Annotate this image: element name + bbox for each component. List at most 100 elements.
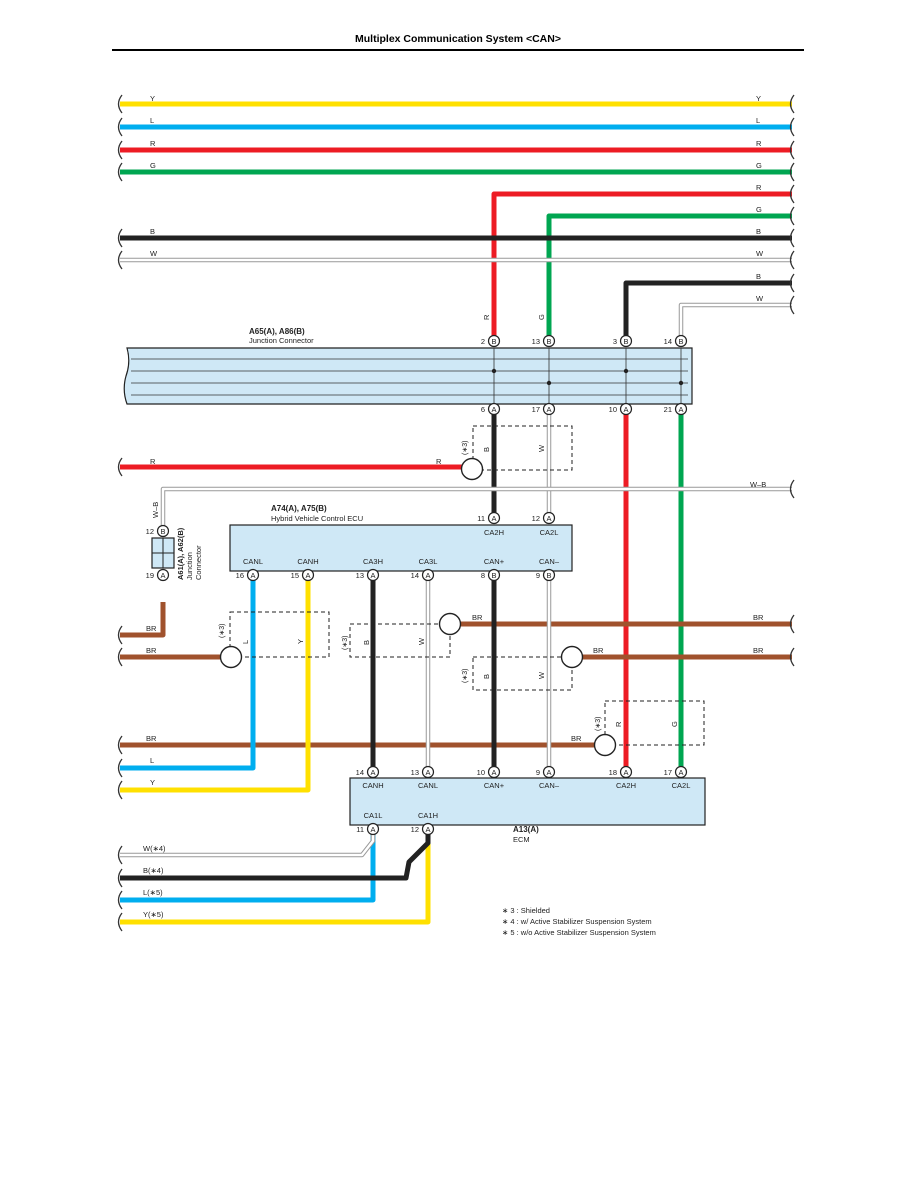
shield-ground-5: [593, 733, 617, 757]
pin-label: CA2L: [540, 528, 559, 537]
hv-ecu-pin-14: [421, 568, 435, 582]
wire-color-label: W–B: [151, 502, 160, 518]
wire-color-label: B(∗4): [143, 866, 164, 875]
wire-color-label: R: [150, 139, 156, 148]
wire-w-to-jc-pin14: [679, 303, 792, 341]
pin-number: 14: [356, 768, 364, 777]
wire-color-label: BR: [146, 646, 157, 655]
wire-break-left: [117, 117, 123, 137]
pin-letter: A: [546, 514, 551, 523]
pin-number: 3: [613, 337, 617, 346]
ecm-name: A13(A): [513, 825, 539, 834]
wire-color-label: R: [150, 457, 156, 466]
pin-label: CANH: [362, 781, 383, 790]
wire-color-label: R: [482, 314, 491, 320]
wire-color-label: W: [150, 249, 158, 258]
pin-letter: A: [425, 768, 430, 777]
pin-number: 17: [664, 768, 672, 777]
pin-label: CA2L: [672, 781, 691, 790]
pin-label: CA1H: [418, 811, 438, 820]
wire-color-label: BR: [753, 646, 764, 655]
shield-label: (∗3): [342, 636, 349, 650]
wire-break-left: [117, 250, 123, 270]
pin-letter: B: [546, 337, 551, 346]
hv-ecu-pin-16: [246, 568, 260, 582]
header: Multiplex Communication System <CAN>: [112, 33, 804, 51]
ecm-box: [349, 777, 706, 826]
shield-wire-label: R: [614, 721, 623, 727]
wire-color-label: G: [150, 161, 156, 170]
wire-color-label: G: [756, 161, 762, 170]
pin-letter: A: [546, 405, 551, 414]
pin-number: 21: [664, 405, 672, 414]
wire-b4: [120, 834, 431, 881]
jc2-desc: Connector: [194, 545, 203, 580]
pin-number: 11: [477, 514, 485, 523]
shield-wire-label: Y: [296, 639, 305, 644]
jc2-name: A61(A), A62(B): [176, 527, 185, 580]
wire-l-ca1l: [120, 834, 376, 903]
wire-color-label: R: [756, 183, 762, 192]
wire-color-label: BR: [146, 624, 157, 633]
pin-letter: A: [425, 825, 430, 834]
jc-pin-bottom-21: [674, 402, 688, 416]
wire-break-right: [789, 140, 795, 160]
wire-color-label: L: [756, 116, 760, 125]
pin-letter: A: [425, 571, 430, 580]
shield-box-5: [604, 700, 705, 746]
pin-letter: A: [623, 768, 628, 777]
shield-wire-label: B: [482, 447, 491, 452]
junction-dot: [678, 380, 684, 386]
wire-break-left: [117, 845, 123, 865]
ecm-pin-14: [366, 765, 380, 779]
pin-number: 11: [356, 825, 364, 834]
shield-label: (∗3): [462, 441, 469, 455]
pin-number: 12: [146, 527, 154, 536]
wire-y-ca1h: [120, 834, 431, 925]
wire-break-left: [117, 162, 123, 182]
wire-color-label: Y: [150, 778, 155, 787]
hv-ecu-name: A74(A), A75(B): [271, 504, 327, 513]
pin-number: 12: [411, 825, 419, 834]
hv-ecu-pin-9: [542, 568, 556, 582]
wire-color-label: L: [150, 116, 154, 125]
pin-number: 13: [356, 571, 364, 580]
pin-label: CA3L: [419, 557, 438, 566]
shield-box-3: [349, 623, 451, 658]
wire-break-right: [789, 206, 795, 226]
hv-ecu-pin-12: [542, 511, 556, 525]
jc-pin-bottom-6: [487, 402, 501, 416]
pin-number: 15: [291, 571, 299, 580]
ecm-pin-17: [674, 765, 688, 779]
wire-color-label: G: [756, 205, 762, 214]
pin-letter: B: [491, 571, 496, 580]
shield-wire-label: W: [537, 671, 546, 679]
pin-number: 6: [481, 405, 485, 414]
legend-note: ∗ 4 : w/ Active Stabilizer Suspension Sy…: [502, 917, 652, 926]
shield-ground-4: [560, 645, 584, 669]
wire-break-right: [789, 162, 795, 182]
pin-number: 19: [146, 571, 154, 580]
hv-ecu-pin-15: [301, 568, 315, 582]
pin-letter: A: [491, 514, 496, 523]
shield-wire-label: L: [241, 640, 250, 644]
wire-color-label: L: [150, 756, 154, 765]
hv-ecu-box: [229, 524, 573, 572]
pin-letter: B: [623, 337, 628, 346]
pin-letter: A: [370, 825, 375, 834]
wire-break-right: [789, 479, 795, 499]
pin-number: 9: [536, 768, 540, 777]
wire-color-label: BR: [472, 613, 483, 622]
wire-color-label: W(∗4): [143, 844, 166, 853]
wire-color-label: BR: [146, 734, 157, 743]
jc2-pin-12: [156, 524, 170, 538]
wire-w-to-jc-pin14-outline: [678, 302, 792, 341]
wire-y-canh: [120, 580, 311, 793]
pin-letter: B: [546, 571, 551, 580]
ecm-pin-13: [421, 765, 435, 779]
shield-ground-2: [219, 645, 243, 669]
page-title: Multiplex Communication System <CAN>: [355, 33, 561, 45]
wire-color-label: BR: [753, 613, 764, 622]
